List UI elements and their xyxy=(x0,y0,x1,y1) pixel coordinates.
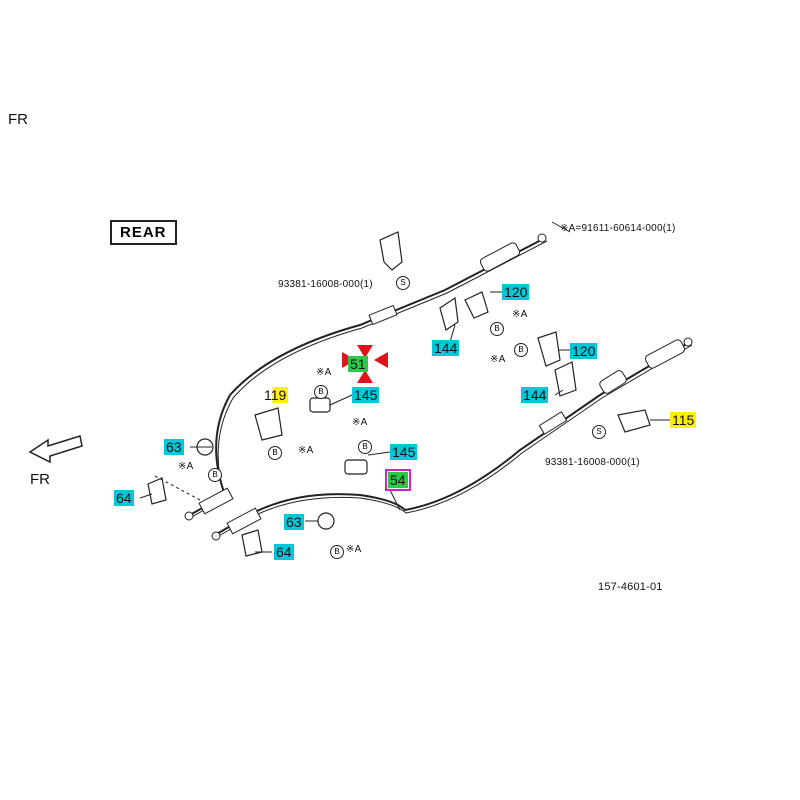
part-120-top: 120 xyxy=(502,284,530,300)
mark-a-7: ※A xyxy=(346,544,362,555)
part-54: 54 xyxy=(388,472,408,488)
mark-b-5: B xyxy=(358,440,372,454)
part-51: 51 xyxy=(348,356,368,372)
clip-145a xyxy=(309,397,331,413)
part-64-bottom: 64 xyxy=(274,544,294,560)
grommet-63b xyxy=(317,512,335,530)
bracket-120a xyxy=(464,291,489,319)
drawing-number: 157-4601-01 xyxy=(598,581,663,593)
spec-a-label: ※A=91611-60614-000(1) xyxy=(560,223,676,234)
part-63-bottom: 63 xyxy=(284,514,304,530)
part-145-lower: 145 xyxy=(390,444,418,460)
bracket-64a xyxy=(147,477,167,505)
cable-end-left xyxy=(184,487,234,521)
bracket-115 xyxy=(617,409,651,433)
part-145-upper: 145 xyxy=(352,387,380,403)
mark-b-6: B xyxy=(330,545,344,559)
mark-a-6: ※A xyxy=(178,461,194,472)
mark-s-right: S xyxy=(592,425,606,439)
part-115: 115 xyxy=(670,412,697,428)
bracket-144b xyxy=(554,361,577,397)
mark-a-5: ※A xyxy=(298,445,314,456)
fr-label-top: FR xyxy=(8,111,28,128)
bracket-144a xyxy=(439,296,459,331)
mark-s-top: S xyxy=(396,276,410,290)
cable-end-top-right xyxy=(644,337,693,369)
cable-end-right xyxy=(211,507,262,541)
fr-label-arrow: FR xyxy=(30,471,50,488)
part-64-left: 64 xyxy=(114,490,134,506)
magenta-box-54 xyxy=(385,469,411,491)
clamp-part-right: 93381-16008-000(1) xyxy=(545,457,640,468)
cable-left xyxy=(189,237,546,516)
mark-b-4: B xyxy=(208,468,222,482)
mark-b-3: B xyxy=(268,446,282,460)
cable-end-top xyxy=(479,233,547,272)
mark-a-2: ※A xyxy=(490,354,506,365)
spring-segment xyxy=(368,304,627,435)
fr-arrow-icon xyxy=(28,435,83,464)
cable-right xyxy=(214,341,691,536)
mark-a-3: ※A xyxy=(316,367,332,378)
part-120-right: 120 xyxy=(570,343,598,359)
part-63-left: 63 xyxy=(164,439,184,455)
mark-b-1: B xyxy=(490,322,504,336)
clip-145b xyxy=(344,459,368,475)
mark-b-7: B xyxy=(314,385,328,399)
bracket-120b xyxy=(537,331,561,367)
mark-a-4: ※A xyxy=(352,417,368,428)
part-119: 119 xyxy=(262,387,289,403)
bracket-top xyxy=(379,231,403,271)
rear-label: REAR xyxy=(110,220,177,245)
part-144-right: 144 xyxy=(521,387,549,403)
bracket-119 xyxy=(254,407,283,441)
mark-a-1: ※A xyxy=(512,309,528,320)
part-144-top: 144 xyxy=(432,340,460,356)
clamp-part-top: 93381-16008-000(1) xyxy=(278,279,373,290)
mark-b-2: B xyxy=(514,343,528,357)
